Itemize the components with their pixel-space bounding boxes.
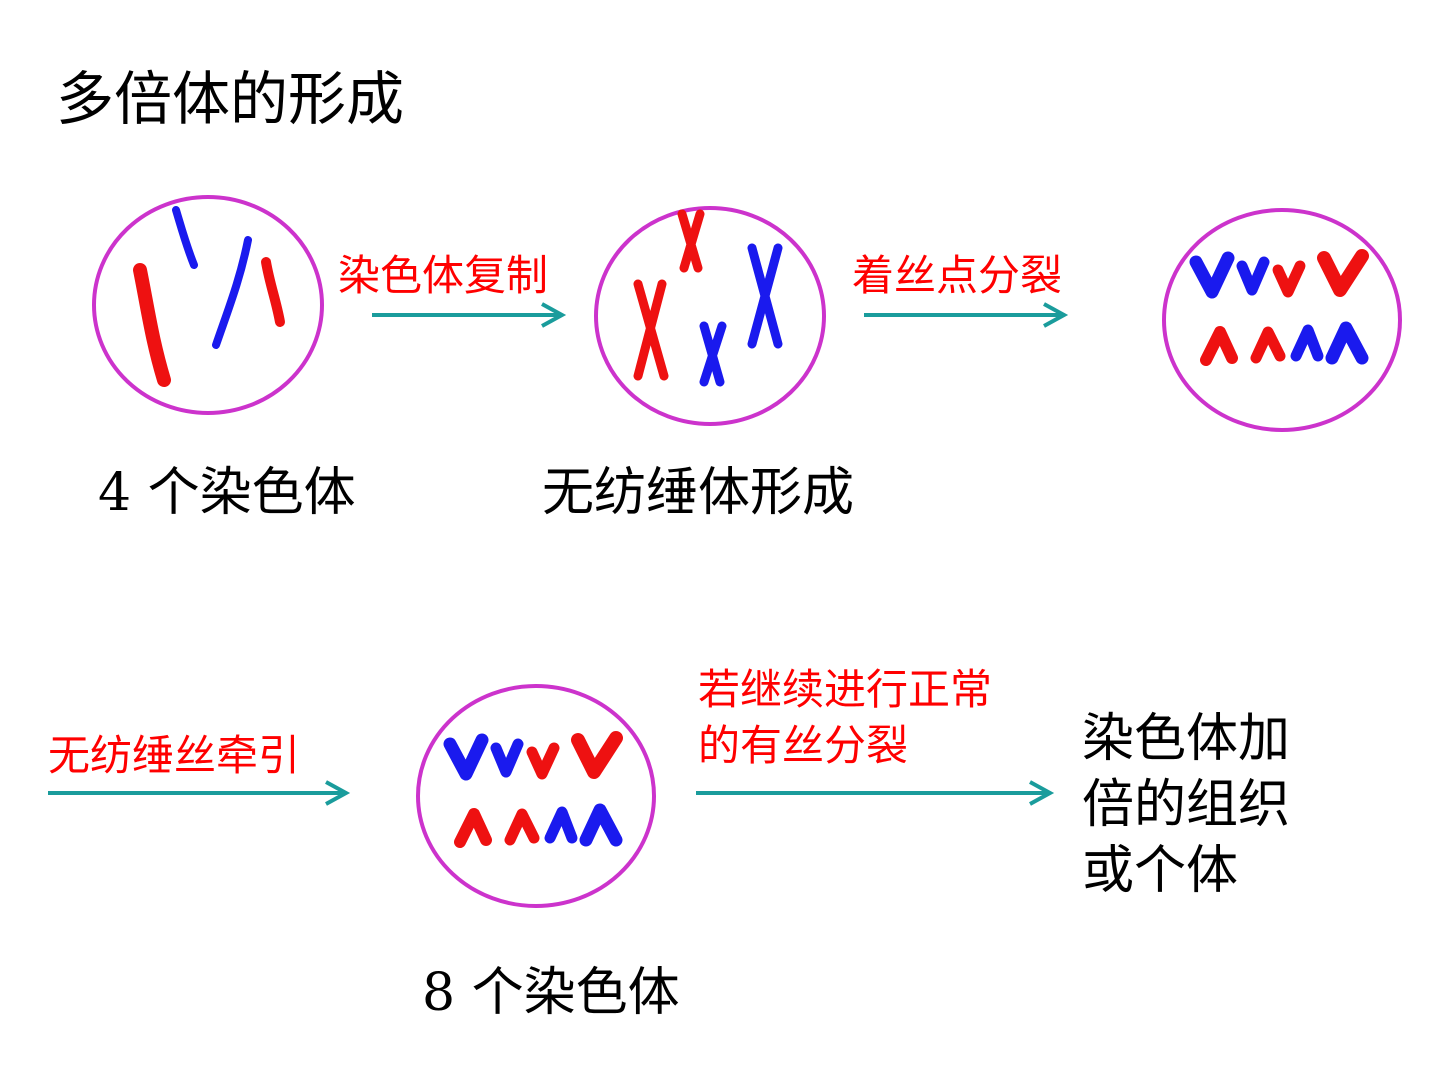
- result-line-1: 染色体加: [1082, 709, 1291, 769]
- cell-separated-chromatids: [1162, 208, 1402, 432]
- result-line-2: 倍的组织: [1082, 775, 1291, 835]
- result-polyploid-text: 染色体加 倍的组织 或个体: [1082, 706, 1290, 904]
- cell-8-chromosomes: [416, 684, 656, 908]
- arrow-label-normal-mitosis-line-1: 若继续进行正常: [698, 665, 993, 714]
- result-line-3: 或个体: [1082, 841, 1239, 901]
- arrow-4: [696, 780, 1055, 806]
- arrow-label-centromere-division: 着丝点分裂: [852, 251, 1063, 300]
- arrow-label-normal-mitosis-line-2: 的有丝分裂: [698, 721, 909, 770]
- arrow-1: [372, 302, 567, 328]
- caption-no-spindle: 无纺缍体形成: [542, 463, 855, 523]
- arrow-3: [48, 780, 351, 806]
- cell-4-chromosomes: [92, 195, 324, 415]
- arrow-label-no-spindle-pull: 无纺缍丝牵引: [48, 731, 301, 780]
- slide-title: 多倍体的形成: [56, 65, 405, 133]
- arrow-label-replication: 染色体复制: [338, 251, 549, 300]
- arrow-label-normal-mitosis: 若继续进行正常 的有丝分裂: [698, 662, 992, 774]
- arrow-2: [864, 302, 1069, 328]
- cell-replicated-chromosomes: [594, 206, 826, 426]
- caption-8-chromosomes: 8 个染色体: [422, 963, 680, 1023]
- caption-4-chromosomes: 4 个染色体: [98, 463, 356, 523]
